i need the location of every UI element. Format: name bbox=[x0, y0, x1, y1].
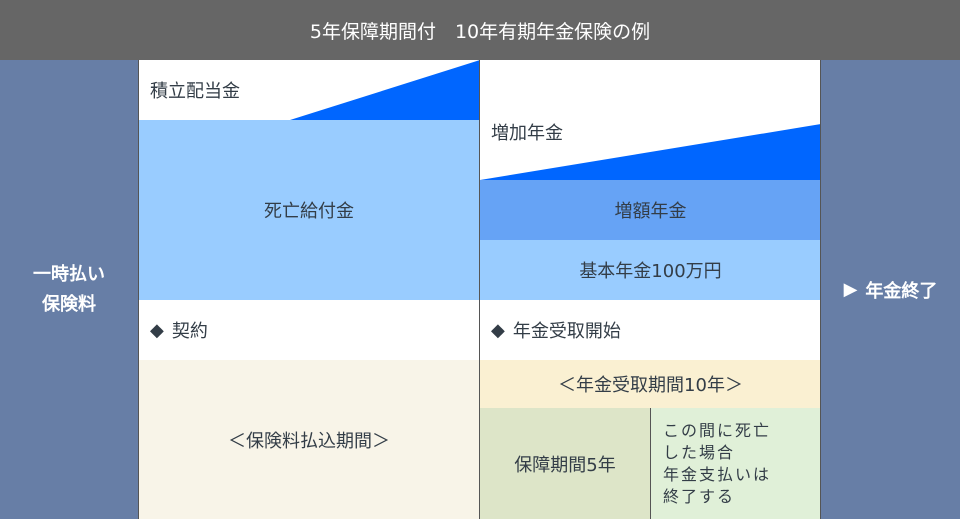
contract-point: ◆ 契約 bbox=[150, 300, 208, 360]
death-benefit-block: 死亡給付金 bbox=[138, 120, 480, 300]
additional-annuity-triangle bbox=[480, 124, 821, 180]
divider-annuity-end bbox=[820, 60, 821, 519]
contract-label: 契約 bbox=[171, 321, 208, 342]
guarantee-period-block: 保障期間5年 bbox=[480, 408, 650, 519]
increased-annuity-block: 増額年金 bbox=[480, 180, 821, 240]
dividend-label: 積立配当金 bbox=[150, 81, 240, 102]
annuity-start-label: 年金受取開始 bbox=[512, 321, 621, 342]
diamond-icon: ◆ bbox=[491, 319, 505, 341]
additional-annuity-label: 増加年金 bbox=[491, 123, 563, 144]
death-benefit-label: 死亡給付金 bbox=[264, 201, 354, 222]
single-premium-label-line1: 一時払い bbox=[33, 263, 105, 285]
note-line: この間に死亡 bbox=[663, 420, 772, 440]
basic-annuity-label: 基本年金100万円 bbox=[579, 261, 722, 282]
diamond-icon: ◆ bbox=[150, 319, 164, 341]
annuity-end-label: 年金終了 bbox=[865, 280, 938, 302]
note-line: した場合 bbox=[663, 442, 736, 462]
single-premium-label-line2: 保険料 bbox=[42, 293, 96, 315]
payment-period-block: ＜保険料払込期間＞ bbox=[138, 360, 480, 519]
termination-note-block: この間に死亡 した場合 年金支払いは 終了する bbox=[651, 408, 821, 519]
note-line: 終了する bbox=[663, 486, 736, 506]
annuity-start-point: ◆ 年金受取開始 bbox=[491, 300, 621, 360]
payment-period-label: ＜保険料払込期間＞ bbox=[228, 430, 390, 452]
receipt-period-block: ＜年金受取期間10年＞ bbox=[480, 360, 821, 408]
note-line: 年金支払いは bbox=[663, 464, 772, 484]
basic-annuity-block: 基本年金100万円 bbox=[480, 240, 821, 300]
divider-guarantee bbox=[650, 408, 651, 519]
receipt-period-label: ＜年金受取期間10年＞ bbox=[558, 375, 743, 396]
divider-contract bbox=[138, 60, 139, 519]
annuity-end-column: ▶ 年金終了 bbox=[821, 60, 960, 519]
dividend-triangle bbox=[290, 60, 480, 120]
triangle-right-icon: ▶ bbox=[843, 279, 858, 300]
guarantee-period-label: 保障期間5年 bbox=[514, 454, 616, 476]
divider-annuity-start bbox=[479, 60, 480, 519]
diagram-title: 5年保障期間付 10年有期年金保険の例 bbox=[0, 0, 960, 60]
increased-annuity-label: 増額年金 bbox=[614, 201, 687, 222]
single-premium-column: 一時払い 保険料 bbox=[0, 60, 138, 519]
